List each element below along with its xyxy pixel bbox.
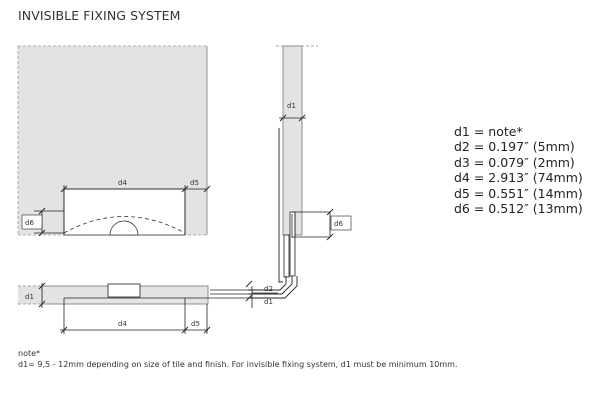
vertical-tile [282, 45, 303, 236]
horizontal-clip [107, 283, 141, 298]
dimension-d3: d3 = 0.079″ (2mm) [454, 154, 575, 170]
d1-label-horizontal: d1 [25, 293, 34, 301]
dimension-d5: d5 = 0.551″ (14mm) [454, 185, 583, 201]
d6-label-vertical: d6 [334, 220, 343, 228]
vertical-section: d1 d6 [276, 45, 352, 283]
clip-arc [63, 216, 186, 234]
d5-label-horizontal: d5 [191, 320, 200, 328]
footnote-text: d1= 9,5 - 12mm depending on size of tile… [18, 360, 458, 369]
d4-label-horizontal: d4 [118, 320, 127, 328]
footnote-heading: note* [18, 349, 41, 358]
clip-tab [109, 220, 139, 236]
front-elevation: d4 d5 d6 [17, 45, 211, 237]
d5-label-front: d5 [190, 179, 199, 187]
d1-label-vertical: d1 [287, 102, 296, 110]
d4-label-front: d4 [118, 179, 127, 187]
dimension-d2: d2 = 0.197″ (5mm) [454, 139, 575, 155]
mounting-clip [278, 128, 283, 283]
bracket-connector [248, 276, 287, 291]
d6-label-front: d6 [25, 219, 34, 227]
d2-label: d2 [264, 285, 273, 293]
footnote: note* d1= 9,5 - 12mm depending on size o… [18, 348, 588, 370]
page-title: INVISIBLE FIXING SYSTEM [18, 8, 181, 23]
d1-label-leader: d1 [264, 298, 273, 306]
dimension-list: d1 = note* d2 = 0.197″ (5mm) d3 = 0.079″… [454, 124, 583, 216]
dimension-d6: d6 = 0.512″ (13mm) [454, 201, 583, 217]
horizontal-section: d1 d4 d5 d2 d1 [18, 280, 278, 334]
dimension-d1: d1 = note* [454, 124, 523, 139]
dimension-d4: d4 = 2.913″ (74mm) [454, 170, 583, 186]
